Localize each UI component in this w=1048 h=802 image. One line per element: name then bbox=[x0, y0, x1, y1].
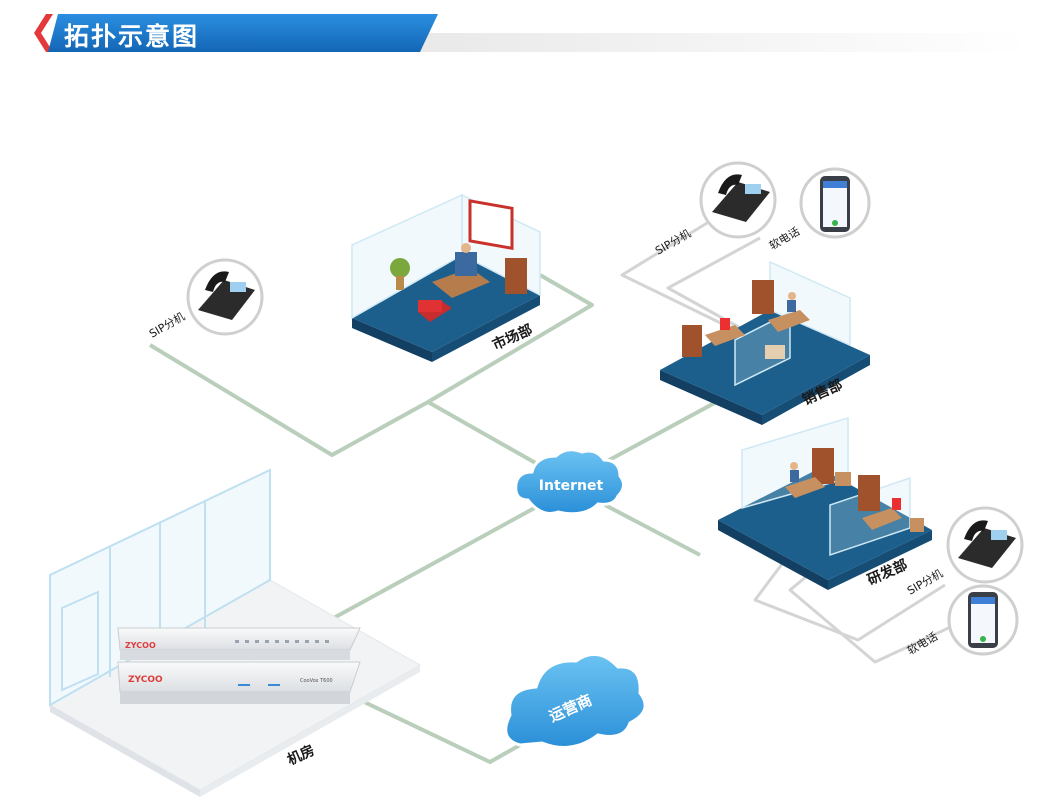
link-internet-rnd bbox=[604, 503, 701, 557]
link-left-phone bbox=[148, 343, 429, 457]
sales-room: 销售部 bbox=[660, 260, 870, 425]
left-sip-label: SIP分机 bbox=[147, 309, 188, 341]
smartphone-icon bbox=[820, 176, 850, 232]
server-room: ZYCOO ZYCOO CooVox T600 机房 bbox=[48, 468, 422, 797]
server-floor-edge bbox=[50, 705, 200, 797]
link-market-to-internet bbox=[427, 400, 549, 472]
network-links bbox=[148, 273, 721, 764]
sales-sip-phone: SIP分机 bbox=[653, 161, 777, 258]
header-banner: 拓扑示意图 bbox=[0, 0, 1048, 60]
link-rnd-sip bbox=[753, 559, 946, 642]
sales-floor bbox=[660, 310, 870, 415]
ippbx-device-bottom: ZYCOO CooVox T600 bbox=[117, 661, 361, 704]
header-red-accent bbox=[34, 14, 53, 52]
device-links bbox=[620, 218, 956, 664]
internet-label: Internet bbox=[539, 478, 604, 494]
sales-glass-walls bbox=[734, 260, 851, 387]
model-name: CooVox T600 bbox=[300, 678, 333, 684]
link-rnd-soft bbox=[788, 570, 956, 664]
rnd-floor-side bbox=[718, 520, 828, 590]
market-floor bbox=[352, 255, 540, 352]
cloud-icon bbox=[514, 448, 625, 516]
carrier-cloud: 运营商 bbox=[504, 652, 647, 749]
sales-floor-side2 bbox=[762, 355, 870, 425]
sales-sip-label: SIP分机 bbox=[653, 226, 694, 258]
smartphone-icon bbox=[968, 592, 998, 648]
rnd-floor bbox=[718, 468, 932, 580]
link-server-carrier bbox=[359, 698, 521, 764]
market-floor-side2 bbox=[432, 295, 540, 362]
page-title: 拓扑示意图 bbox=[64, 22, 200, 51]
link-sales-soft bbox=[666, 236, 763, 342]
link-market-internet bbox=[426, 273, 594, 404]
market-whiteboard bbox=[468, 199, 514, 251]
link-internet-sales bbox=[599, 398, 721, 467]
desk-phone-icon bbox=[712, 174, 770, 222]
desk-phone-icon bbox=[198, 271, 255, 320]
desk-phone-icon bbox=[958, 520, 1016, 568]
header-gray-strip bbox=[340, 33, 1030, 52]
left-sip-phone bbox=[186, 258, 264, 336]
market-room: 市场部 bbox=[351, 193, 541, 362]
brand-bottom: ZYCOO bbox=[128, 675, 163, 685]
sales-floor-side bbox=[660, 370, 762, 425]
rnd-softphone-label: 软电话 bbox=[905, 629, 941, 658]
link-internet-server bbox=[329, 503, 541, 622]
cloud-icon bbox=[504, 652, 647, 749]
internet-cloud: Internet bbox=[514, 448, 625, 516]
sales-furniture bbox=[682, 280, 810, 359]
sales-softphone: 软电话 bbox=[767, 167, 871, 253]
link-sales-sip bbox=[620, 218, 736, 332]
rnd-furniture bbox=[785, 448, 924, 532]
ippbx-device-top: ZYCOO bbox=[117, 627, 361, 660]
rnd-room: 研发部 bbox=[718, 416, 932, 590]
market-furniture bbox=[390, 243, 527, 322]
brand-top: ZYCOO bbox=[125, 641, 156, 650]
sales-softphone-label: 软电话 bbox=[767, 224, 803, 253]
market-floor-side bbox=[352, 318, 432, 362]
server-floor-edge2 bbox=[200, 665, 420, 797]
rnd-softphone: 软电话 bbox=[905, 584, 1019, 658]
header-blue-plate bbox=[48, 14, 438, 52]
server-glass-walls bbox=[49, 468, 271, 707]
rnd-sip-label: SIP分机 bbox=[905, 566, 946, 598]
rnd-floor-side2 bbox=[828, 530, 932, 590]
